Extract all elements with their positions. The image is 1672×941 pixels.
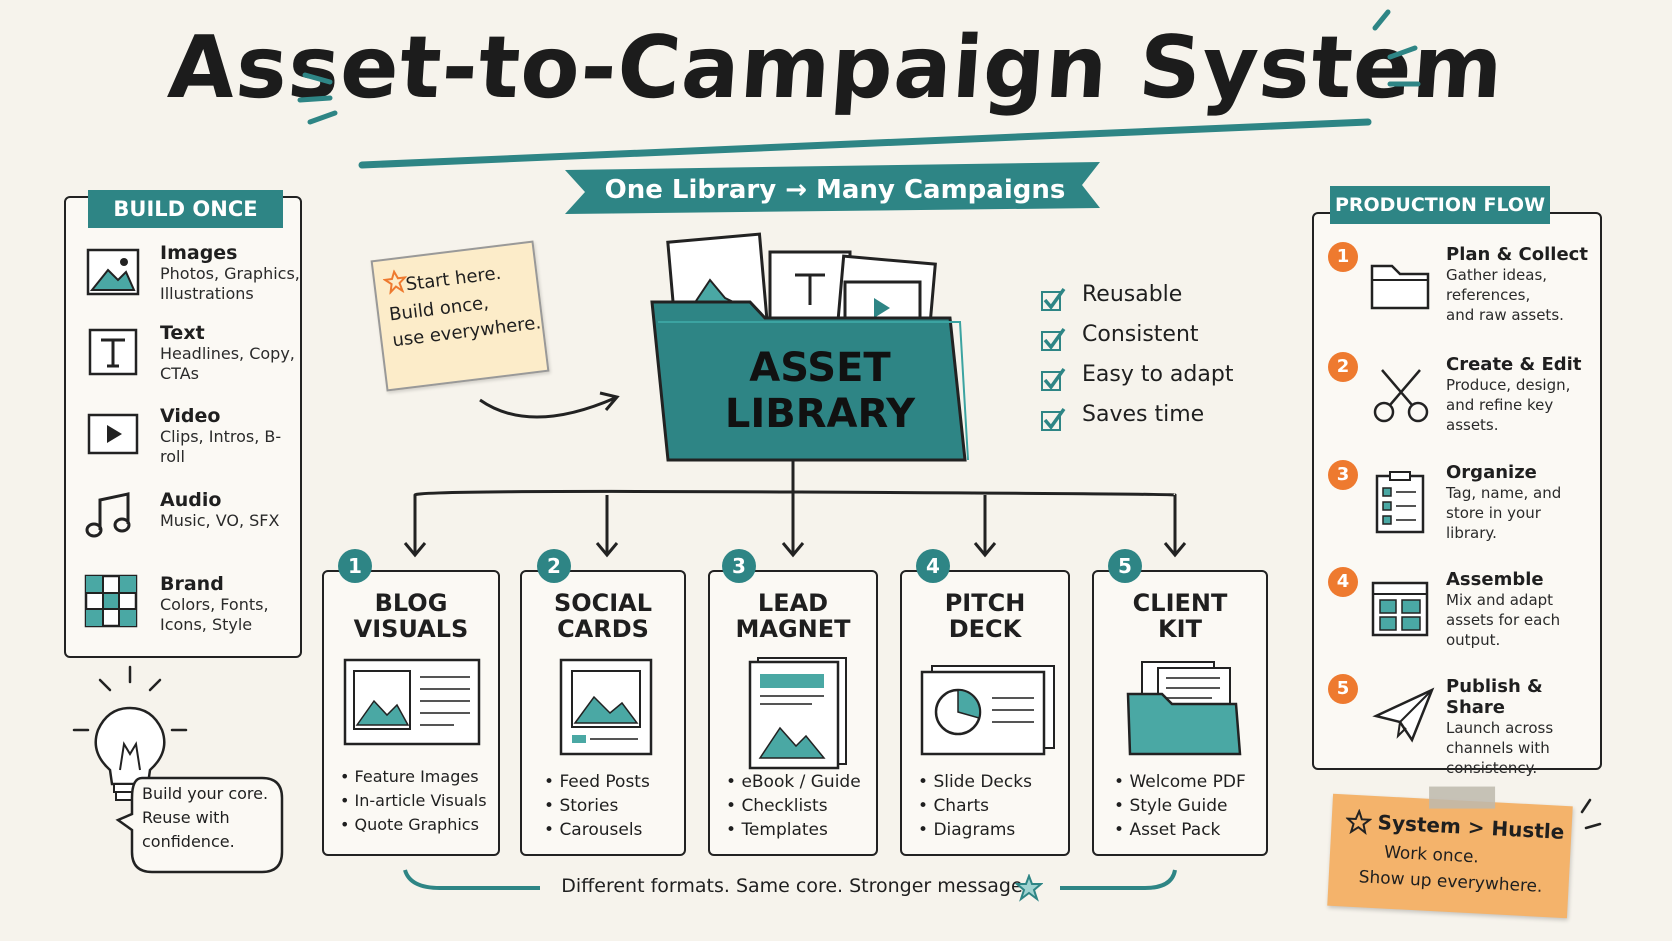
asset-item-text: Text Headlines, Copy, CTAs bbox=[160, 322, 295, 383]
speech-bubble bbox=[115, 776, 284, 874]
check-icon bbox=[1041, 367, 1066, 391]
star-icon bbox=[1015, 874, 1043, 902]
star-icon bbox=[382, 269, 408, 295]
check-icon bbox=[1041, 407, 1066, 431]
image-icon bbox=[86, 248, 140, 296]
flow-step-4: Assemble Mix and adapt assets for each o… bbox=[1446, 569, 1561, 649]
text-icon bbox=[88, 328, 138, 376]
flow-step-3: Organize Tag, name, and store in your li… bbox=[1446, 462, 1562, 542]
subtitle-banner: One Library → Many Campaigns bbox=[604, 175, 1066, 205]
paper-plane-icon bbox=[1372, 687, 1435, 743]
checklist-icon bbox=[1375, 471, 1425, 534]
brand-grid-icon bbox=[84, 574, 138, 628]
production-flow-tag: PRODUCTION FLOW bbox=[1330, 186, 1550, 224]
client-kit-folder-icon bbox=[1126, 661, 1242, 756]
asset-library-folder-icon bbox=[650, 232, 969, 462]
production-flow-panel: PRODUCTION FLOW 1 Plan & Collect Gather … bbox=[1312, 186, 1602, 777]
flow-step-1: Plan & Collect Gather ideas, references,… bbox=[1446, 244, 1588, 324]
layout-icon bbox=[1371, 581, 1429, 637]
flow-step-5: Publish & Share Launch across channels w… bbox=[1446, 676, 1554, 777]
card-number-1: 1 bbox=[338, 549, 372, 583]
card-number-4: 4 bbox=[916, 549, 950, 583]
footer-tagline: Different formats. Same core. Stronger m… bbox=[561, 875, 1029, 897]
card-number-2: 2 bbox=[537, 549, 571, 583]
tape bbox=[1429, 786, 1496, 809]
asset-library-label: ASSET LIBRARY bbox=[724, 345, 916, 437]
asset-item-brand: Brand Colors, Fonts, Icons, Style bbox=[160, 573, 269, 634]
asset-item-images: Images Photos, Graphics, Illustrations bbox=[160, 242, 300, 303]
lightbulb-icon bbox=[94, 706, 166, 801]
bulb-note-text: Build your core. Reuse with confidence. bbox=[142, 784, 269, 851]
folder-icon bbox=[1370, 264, 1430, 310]
blog-layout-icon bbox=[343, 658, 481, 746]
card-number-3: 3 bbox=[722, 549, 756, 583]
asset-item-audio: Audio Music, VO, SFX bbox=[160, 489, 280, 530]
benefit-item: Consistent bbox=[1040, 322, 1260, 362]
benefit-item: Reusable bbox=[1040, 282, 1260, 322]
benefits-list: Reusable Consistent Easy to adapt Saves … bbox=[1040, 282, 1260, 442]
build-once-panel: BUILD ONCE Images Photos, Graphics, Illu… bbox=[64, 190, 302, 658]
check-icon bbox=[1041, 327, 1066, 351]
video-icon bbox=[87, 413, 139, 455]
ebook-icon bbox=[748, 657, 847, 770]
card-number-5: 5 bbox=[1108, 549, 1142, 583]
music-icon bbox=[85, 492, 131, 538]
star-icon bbox=[1345, 808, 1373, 835]
asset-item-video: Video Clips, Intros, B-roll bbox=[160, 405, 282, 466]
start-note: Start here. Build once, use everywhere. bbox=[370, 240, 550, 392]
scissors-icon bbox=[1373, 369, 1429, 423]
build-once-tag: BUILD ONCE bbox=[88, 190, 283, 228]
social-card-icon bbox=[559, 658, 653, 756]
flow-step-2: Create & Edit Produce, design, and refin… bbox=[1446, 354, 1582, 434]
benefit-item: Saves time bbox=[1040, 402, 1260, 442]
sticky-note: System > Hustle Work once. Show up every… bbox=[1327, 786, 1573, 919]
check-icon bbox=[1041, 287, 1066, 311]
slide-deck-icon bbox=[920, 665, 1055, 756]
benefit-item: Easy to adapt bbox=[1040, 362, 1260, 402]
